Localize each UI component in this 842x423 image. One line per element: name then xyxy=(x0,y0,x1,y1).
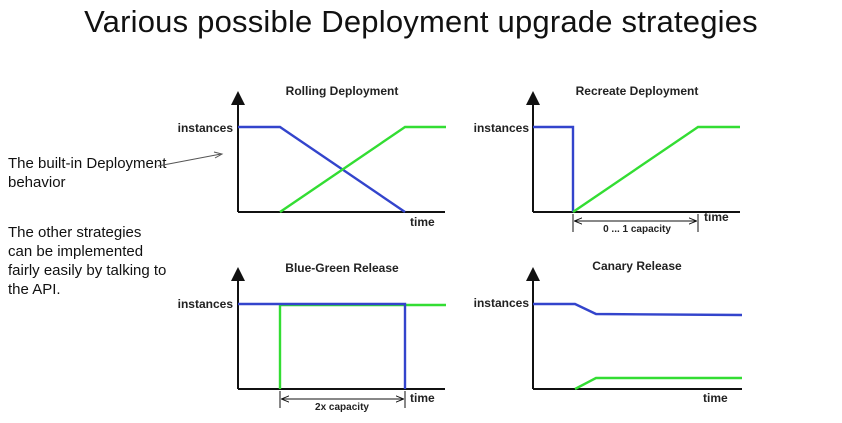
recreate-old-version-line xyxy=(533,125,575,212)
recreate-new-version-line xyxy=(572,125,740,213)
rolling-title: Rolling Deployment xyxy=(286,84,399,98)
canary-old-version-line xyxy=(533,302,743,317)
pointer-arrowhead xyxy=(213,151,224,159)
other-strategies-note: The other strategies can be implemented … xyxy=(8,223,166,299)
recreate-y-label: instances xyxy=(474,121,530,135)
canary-panel: Canary Release instances time xyxy=(474,259,743,405)
builtin-note-line: The built-in Deployment xyxy=(8,155,167,172)
other-note-line: can be implemented xyxy=(8,243,144,260)
rolling-old-version-line xyxy=(238,125,406,213)
recreate-panel: Recreate Deployment instances 0 ... 1 ca… xyxy=(474,84,740,235)
builtin-note: The built-in Deployment behavior xyxy=(8,154,166,192)
rolling-y-label: instances xyxy=(178,121,234,135)
other-note-line: the API. xyxy=(8,281,61,298)
bluegreen-y-label: instances xyxy=(178,297,234,311)
canary-x-label: time xyxy=(703,391,728,405)
recreate-title: Recreate Deployment xyxy=(576,84,699,98)
canary-title: Canary Release xyxy=(592,259,682,273)
pointer-arrow xyxy=(157,153,222,167)
bluegreen-new-version-line xyxy=(278,303,446,389)
canary-y-label: instances xyxy=(474,296,530,310)
rolling-panel: Rolling Deployment instances time xyxy=(178,84,446,229)
bluegreen-x-label: time xyxy=(410,391,435,405)
recreate-x-label: time xyxy=(704,210,729,224)
builtin-note-line: behavior xyxy=(8,174,66,191)
other-note-line: fairly easily by talking to xyxy=(8,262,167,279)
bluegreen-old-version-line xyxy=(238,302,407,389)
bluegreen-panel: Blue-Green Release instances 2x capacity… xyxy=(178,261,446,413)
other-note-line: The other strategies xyxy=(8,224,142,241)
recreate-span-label: 0 ... 1 capacity xyxy=(603,224,671,235)
canary-new-version-line xyxy=(574,376,742,391)
bluegreen-span-label: 2x capacity xyxy=(315,402,369,413)
slide-title: Various possible Deployment upgrade stra… xyxy=(84,4,758,39)
rolling-x-label: time xyxy=(410,215,435,229)
bluegreen-title: Blue-Green Release xyxy=(285,261,399,275)
rolling-new-version-line xyxy=(279,125,446,213)
